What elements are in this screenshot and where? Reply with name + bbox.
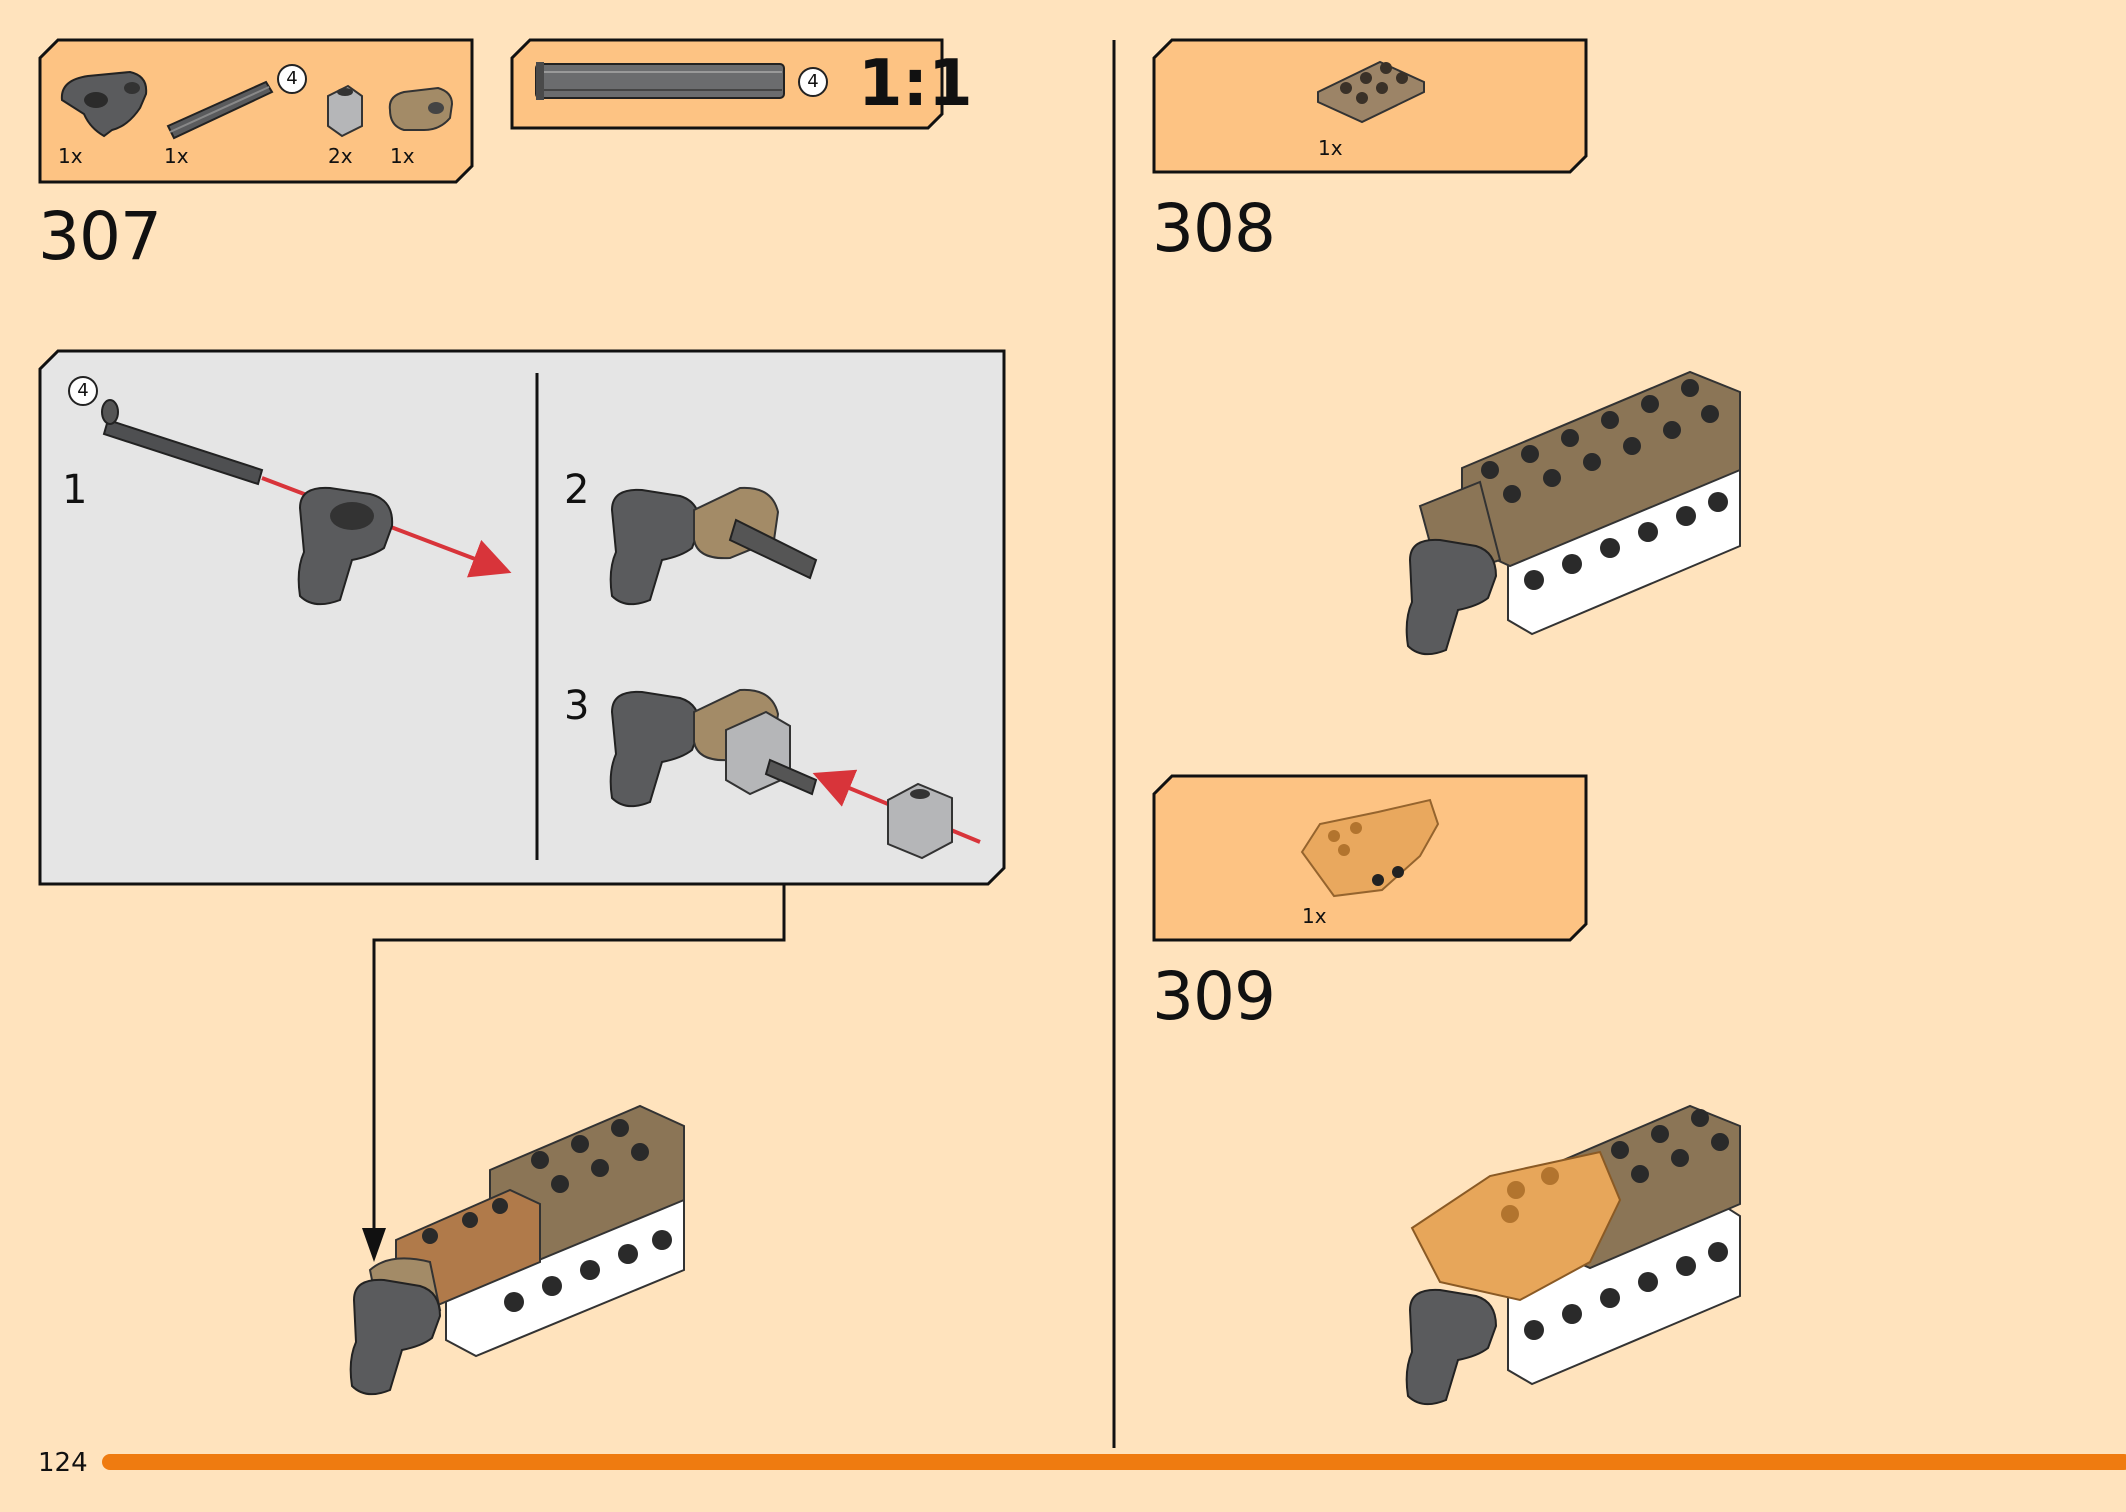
scale-axle-badge: 4 (798, 67, 828, 97)
axle-length-badge: 4 (277, 64, 307, 94)
part-qty-connector: 1x (58, 144, 83, 168)
step-number-307: 307 (38, 198, 162, 275)
plate-2x3-icon (1317, 60, 1425, 124)
part-qty-axle: 1x (164, 144, 189, 168)
model-308-illustration (1405, 370, 1741, 656)
progress-bar (102, 1454, 2126, 1470)
scale-label: 1:1 (858, 47, 973, 121)
part-qty-pin-connector: 1x (390, 144, 415, 168)
substep-2-illustration (609, 486, 818, 606)
model-309-illustration (1405, 1104, 1741, 1406)
sub-axle-badge: 4 (68, 376, 98, 406)
axle-brick-icon (327, 84, 363, 138)
substep-number-1: 1 (62, 467, 88, 513)
windscreen-icon (1300, 798, 1440, 898)
model-307-illustration (349, 1104, 685, 1396)
technic-connector-icon (60, 70, 148, 138)
scale-axle-icon (535, 62, 785, 100)
part-qty-axle-brick: 2x (328, 144, 353, 168)
substep-1-illustration (101, 399, 512, 606)
technic-pin-connector-icon (388, 86, 454, 131)
sub-assembly-panel (38, 349, 1006, 886)
callout-line (372, 884, 786, 1232)
substep-number-2: 2 (564, 467, 590, 513)
technic-axle-icon (166, 80, 274, 140)
substep-3-illustration (609, 688, 981, 860)
callout-arrowhead (362, 1228, 386, 1262)
step-number-309: 309 (1152, 958, 1276, 1035)
parts-box-307 (38, 38, 474, 184)
part-qty-plate: 1x (1318, 136, 1343, 160)
page-number: 124 (38, 1448, 88, 1478)
substep-number-3: 3 (564, 683, 590, 729)
part-qty-windscreen: 1x (1302, 904, 1327, 928)
step-number-308: 308 (1152, 190, 1276, 267)
